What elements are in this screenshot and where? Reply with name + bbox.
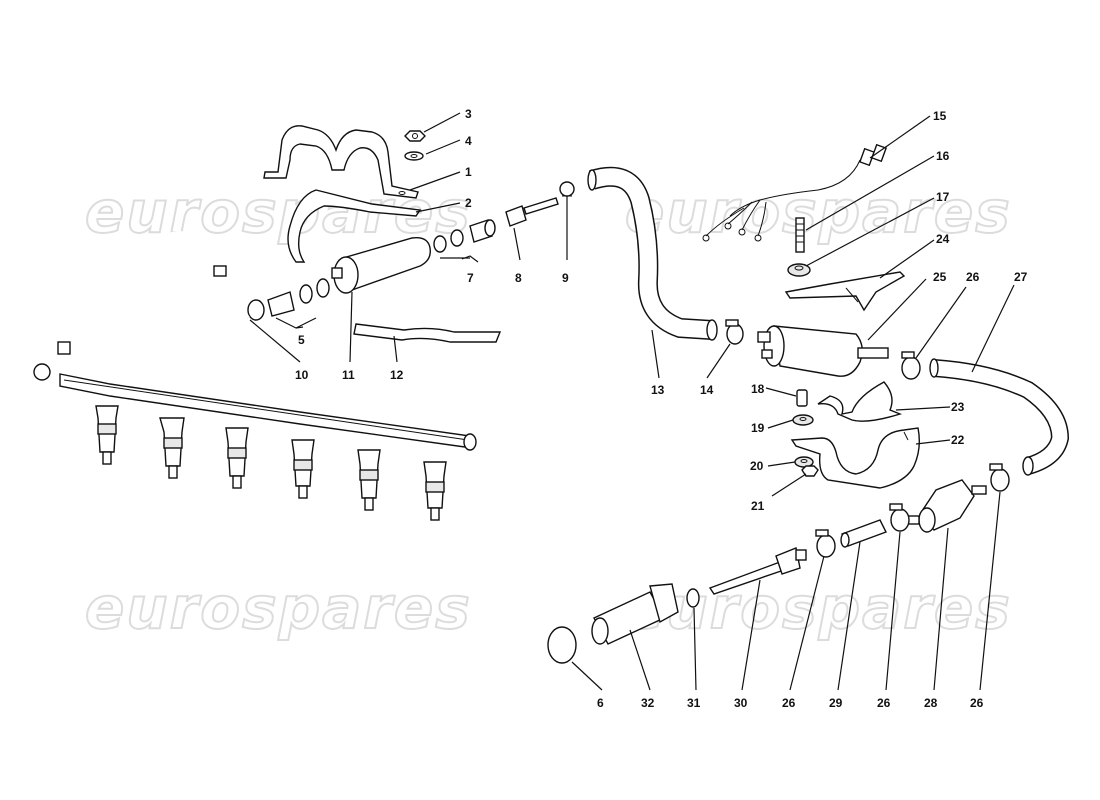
part-clip-9	[559, 181, 575, 197]
injector-4	[291, 439, 315, 499]
part-pickup-pipe-30	[708, 547, 807, 595]
callout-19: 19	[751, 421, 765, 435]
callout-11: 11	[342, 368, 355, 382]
injector-6	[423, 461, 447, 521]
callout-2: 2	[465, 196, 472, 210]
fuel-rail-assembly	[59, 373, 477, 521]
callout-10: 10	[295, 368, 309, 382]
callout-32: 32	[641, 696, 655, 710]
part-bush-18	[796, 389, 808, 407]
injector-3	[225, 427, 249, 489]
part-clamp-26-d	[815, 529, 836, 558]
injector-1	[95, 405, 119, 465]
callout-15: 15	[933, 109, 947, 123]
callout-22: 22	[951, 433, 965, 447]
part-hose-27	[929, 358, 1070, 476]
callout-26-c: 26	[877, 696, 891, 710]
part-plate-24	[784, 271, 906, 312]
callout-13: 13	[651, 383, 665, 397]
callout-26-d: 26	[970, 696, 984, 710]
callout-1: 1	[465, 165, 472, 179]
callout-6: 6	[597, 696, 604, 710]
part-strainer-32	[591, 583, 679, 645]
watermark-top-right: eurospares	[625, 178, 1012, 246]
callout-14: 14	[700, 383, 714, 397]
watermark-bottom-right: eurospares	[625, 574, 1012, 642]
injector-2	[159, 417, 185, 479]
part-fuel-hose-10	[11, 230, 250, 381]
part-strap-2	[287, 189, 422, 263]
callout-9: 9	[562, 271, 569, 285]
part-ring-6	[547, 626, 577, 664]
callout-26-a: 26	[966, 270, 980, 284]
watermark-bottom-left: eurospares	[85, 574, 472, 642]
callout-24: 24	[936, 232, 950, 246]
callout-7: 7	[467, 271, 474, 285]
leader-lines	[249, 112, 1015, 691]
callout-25: 25	[933, 270, 947, 284]
part-union-8	[505, 197, 559, 227]
part-grommet-17	[787, 263, 811, 277]
part-hose-29	[840, 519, 887, 548]
callout-labels: 3 4 1 2 7 8 9 5 10 11 12 13 14 15 16 17 …	[295, 107, 1028, 710]
part-seal-31	[686, 588, 700, 608]
callout-31: 31	[687, 696, 701, 710]
callout-8: 8	[515, 271, 522, 285]
part-bracket-1	[263, 125, 419, 199]
part-clamp-26-c	[889, 503, 910, 532]
part-gasket-12	[353, 323, 502, 343]
part-seals-7	[433, 219, 496, 253]
injector-5	[357, 449, 381, 511]
part-washer-20	[794, 456, 814, 468]
callout-4: 4	[465, 134, 472, 148]
callout-18: 18	[751, 382, 765, 396]
callout-26-b: 26	[782, 696, 796, 710]
part-wiring-15	[702, 143, 887, 242]
part-fuel-pump-25	[757, 325, 889, 377]
callout-30: 30	[734, 696, 748, 710]
part-inline-filter-28	[904, 479, 987, 533]
part-clamp-26-a	[901, 351, 921, 380]
callout-3: 3	[465, 107, 472, 121]
part-clamp-14	[725, 319, 744, 345]
callout-20: 20	[750, 459, 764, 473]
part-stud-16	[795, 217, 805, 253]
part-seals-5	[247, 278, 330, 321]
callout-23: 23	[951, 400, 965, 414]
part-washer-19	[792, 414, 814, 426]
callout-28: 28	[924, 696, 938, 710]
callout-27: 27	[1014, 270, 1028, 284]
part-clamp-26-b	[989, 463, 1010, 492]
callout-17: 17	[936, 190, 950, 204]
part-bracket-22	[790, 427, 921, 489]
callout-21: 21	[751, 499, 765, 513]
callout-12: 12	[390, 368, 404, 382]
part-strap-23	[817, 381, 903, 422]
part-nut-3	[404, 130, 426, 142]
part-washer-4	[404, 151, 424, 161]
callout-29: 29	[829, 696, 843, 710]
part-hose-13	[587, 166, 718, 341]
callout-16: 16	[936, 149, 950, 163]
callout-5: 5	[298, 333, 305, 347]
part-nut-21	[801, 465, 819, 477]
part-fuel-filter-11	[331, 237, 431, 294]
